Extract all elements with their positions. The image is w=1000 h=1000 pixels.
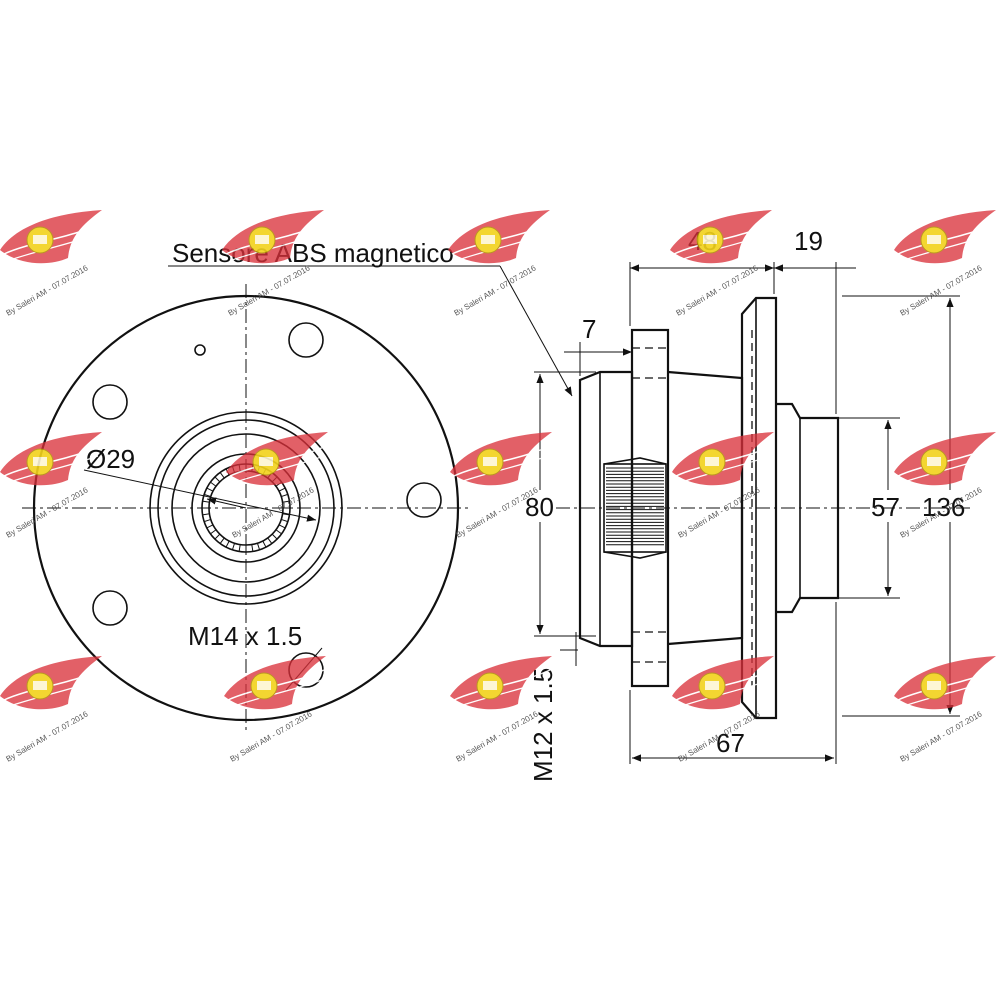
watermark-text: By Saleri AM - 07.07.2016 xyxy=(229,709,314,764)
pin-hole xyxy=(194,344,206,356)
watermark-logo: By Saleri AM - 07.07.2016 xyxy=(893,655,997,764)
spline-tooth xyxy=(238,544,241,552)
spline-tooth xyxy=(282,513,290,516)
watermark-text: By Saleri AM - 07.07.2016 xyxy=(899,709,984,764)
spline-tooth xyxy=(275,529,282,535)
dim-136-label: 136 xyxy=(922,492,965,522)
pilot-boss xyxy=(776,402,840,614)
dim-80-label: 80 xyxy=(525,492,554,522)
flange-outer-circle xyxy=(32,294,460,722)
diameter-arrow-inner xyxy=(206,497,247,509)
bearing-flange xyxy=(630,328,670,688)
spline-tooth xyxy=(278,524,286,529)
dim-19-label: 19 xyxy=(794,226,823,256)
hub-ring-outer xyxy=(149,411,343,605)
spline-section xyxy=(603,463,667,553)
spline-tooth xyxy=(278,487,286,492)
hub-thread-label: M12 x 1.5 xyxy=(528,668,558,782)
spline-section-hatching xyxy=(606,467,664,546)
bolt-hole-left-lower xyxy=(92,590,128,626)
spline-tooth xyxy=(210,481,217,487)
dim-67-label: 67 xyxy=(716,728,745,758)
spline-tooth xyxy=(281,518,289,523)
spline-tooth xyxy=(203,493,211,498)
watermark-text: By Saleri AM - 07.07.2016 xyxy=(453,263,538,318)
bolt-hole-top xyxy=(288,322,324,358)
abs-sensor-label: Sensore ABS magnetico xyxy=(172,238,454,268)
abs-leader xyxy=(499,265,573,397)
spline-tooth xyxy=(256,543,261,551)
watermark-text: By Saleri AM - 07.07.2016 xyxy=(899,263,984,318)
spline-tooth xyxy=(214,476,221,483)
watermark-logo: By Saleri AM - 07.07.2016 xyxy=(893,209,997,318)
watermark-text: By Saleri AM - 07.07.2016 xyxy=(5,263,90,318)
watermark-text: By Saleri AM - 07.07.2016 xyxy=(227,263,312,318)
watermark-text: By Saleri AM - 07.07.2016 xyxy=(677,485,762,540)
spline-tooth xyxy=(282,500,290,503)
watermark-logo: By Saleri AM - 07.07.2016 xyxy=(0,655,103,764)
watermark-logo: By Saleri AM - 07.07.2016 xyxy=(893,431,997,540)
spline-tooth xyxy=(214,533,221,540)
spline-tooth xyxy=(206,524,214,529)
spline-tooth xyxy=(267,537,273,544)
front-view: Ø29 M14 x 1.5 xyxy=(22,284,470,732)
watermark-logo: By Saleri AM - 07.07.2016 xyxy=(447,209,551,318)
watermark-text: By Saleri AM - 07.07.2016 xyxy=(5,485,90,540)
spline-tooth xyxy=(219,537,225,544)
diameter-leader xyxy=(83,469,317,522)
bolt-hole-left-upper xyxy=(92,384,128,420)
spline-tooth xyxy=(202,513,210,516)
watermark-text: By Saleri AM - 07.07.2016 xyxy=(231,485,316,540)
watermark-logo: By Saleri AM - 07.07.2016 xyxy=(449,431,553,540)
spline-tooth xyxy=(203,518,211,523)
spline-tooth xyxy=(206,487,214,492)
hub-ring-3 xyxy=(171,433,321,583)
watermark-layer: By Saleri AM - 07.07.2016 By Saleri AM - … xyxy=(0,209,997,764)
watermark-logo: By Saleri AM - 07.07.2016 xyxy=(0,209,103,318)
dim-7-label: 7 xyxy=(582,314,596,344)
spline-ends xyxy=(603,457,667,559)
wheel-thread-label: M14 x 1.5 xyxy=(188,621,302,651)
spline-tooth xyxy=(225,540,230,548)
watermark-logo: By Saleri AM - 07.07.2016 xyxy=(671,431,775,540)
side-view: 48 19 7 Sensore ABS magnetico 80 M12 x 1… xyxy=(168,226,970,782)
spline-tooth xyxy=(251,544,254,552)
watermark-text: By Saleri AM - 07.07.2016 xyxy=(5,709,90,764)
dim-57-label: 57 xyxy=(871,492,900,522)
hub-ring-2 xyxy=(157,419,335,597)
spline-tooth xyxy=(219,472,225,479)
spline-tooth xyxy=(231,543,236,551)
spline-tooth xyxy=(210,529,217,535)
spline-tooth xyxy=(271,533,278,540)
sensor-ring-body xyxy=(578,370,634,648)
bolt-hole-right xyxy=(406,482,442,518)
spline-tooth xyxy=(281,493,289,498)
spline-tooth xyxy=(262,540,267,548)
spline-tooth xyxy=(202,500,210,503)
